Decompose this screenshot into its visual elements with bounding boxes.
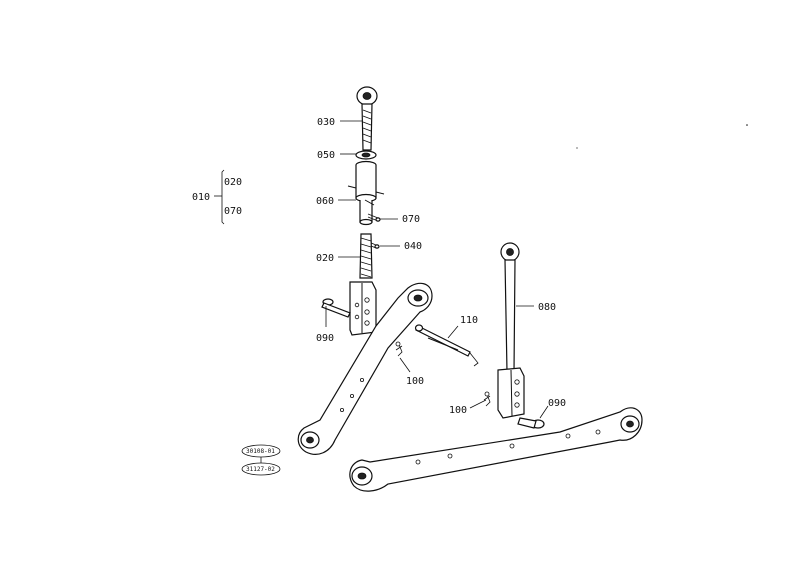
left-lower-link: [297, 282, 433, 455]
label-050: 050: [317, 150, 335, 161]
label-080: 080: [538, 302, 556, 313]
label-110: 110: [460, 315, 478, 326]
part-labels: 030 050 060 070 040 020 090 100 110 080 …: [192, 117, 566, 416]
part-110-rod: [414, 324, 479, 367]
label-060: 060: [316, 196, 334, 207]
part-020-threaded-rod: [359, 233, 373, 279]
part-060-tube: [347, 160, 385, 226]
speck-2: [576, 147, 578, 149]
label-030: 030: [317, 117, 335, 128]
key-label-070: 070: [224, 206, 242, 217]
part-070-pin: [367, 213, 381, 222]
part-090-pin-left: [321, 298, 351, 318]
part-050-nut: [355, 150, 377, 160]
label-100-left: 100: [406, 376, 424, 387]
label-040: 040: [404, 241, 422, 252]
leader-lines: [214, 120, 549, 419]
label-020: 020: [316, 253, 334, 264]
clevis-left: [349, 281, 377, 336]
part-090-pin-right: [517, 417, 545, 429]
label-090-right: 090: [548, 398, 566, 409]
key-label-020: 020: [224, 177, 242, 188]
reference-codes: 30108-01 31127-02: [241, 444, 281, 476]
part-030-eye-end: [356, 86, 378, 151]
part-100-clip-left: [395, 341, 403, 357]
part-080-lift-rod: [497, 242, 525, 419]
code-31127-02: 31127-02: [246, 466, 275, 473]
code-30108-01: 30108-01: [246, 448, 275, 455]
right-lower-link: [349, 407, 643, 492]
key-label-010: 010: [192, 192, 210, 203]
label-100-right: 100: [449, 405, 467, 416]
speck-1: [746, 124, 748, 126]
label-070: 070: [402, 214, 420, 225]
top-link-assembly: [347, 86, 385, 336]
label-090-left: 090: [316, 333, 334, 344]
part-100-clip-right: [483, 391, 491, 407]
